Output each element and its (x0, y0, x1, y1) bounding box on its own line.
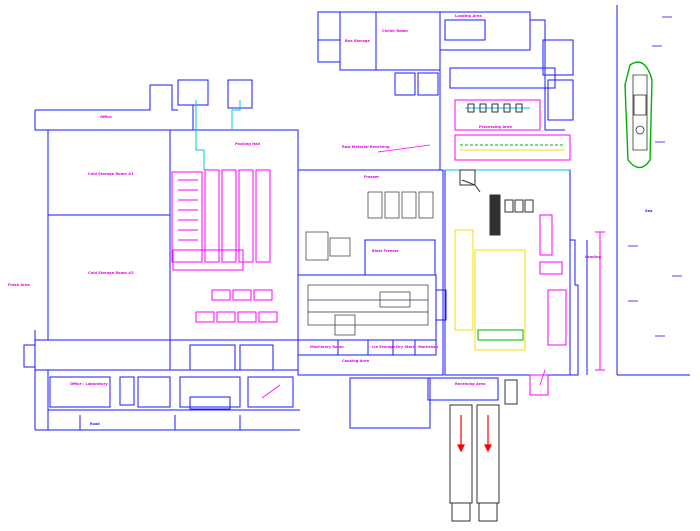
main-hall-walls (169, 79, 299, 371)
center-building-walls (297, 169, 560, 376)
label-cooking: Cooking Area (342, 359, 370, 363)
top-right-process-lines (444, 99, 571, 376)
label-processing: Processing Area (479, 125, 512, 129)
magenta-connectors (261, 144, 546, 399)
label-sea: Sea (645, 209, 653, 213)
label-bottom-a: Machinery Room (310, 345, 344, 349)
truck-icon (449, 404, 500, 522)
right-processing-area (454, 169, 567, 351)
cold-storage-building (23, 84, 300, 431)
label-bottom-c: Dry Store (396, 345, 416, 349)
label-left-small: Fresh Area (8, 283, 30, 287)
jetty-outline (616, 5, 690, 376)
label-receiving: Receiving Area (455, 382, 486, 386)
center-machinery (305, 191, 434, 336)
label-left-office: Office / Laboratory (70, 382, 108, 386)
label-top-center2: Box Storage (345, 39, 370, 43)
label-cold-store-b: Cold Storage Room #2 (88, 271, 134, 275)
sea-waves (628, 16, 682, 337)
label-road: Road (90, 422, 100, 426)
ship-icon (624, 61, 653, 169)
label-packing-hall: Packing Hall (235, 142, 260, 146)
right-wall (560, 170, 605, 376)
label-blast-freezer: Blast Freezer (372, 249, 399, 253)
process-machinery-left (171, 169, 278, 323)
label-cold-store-a: Cold Storage Room #1 (88, 172, 134, 176)
label-right-lobby: Loading (585, 255, 602, 259)
top-buildings (317, 11, 574, 170)
label-top-office: Office (100, 115, 112, 119)
label-freezer: Freezer (364, 175, 379, 179)
label-bottom-d: Workshop (418, 345, 439, 349)
label-bottom-b: Ice Storage (372, 345, 396, 349)
arrow-down-icon (457, 415, 492, 453)
room-labels: Cold Storage Room #1 Cold Storage Room #… (8, 14, 653, 426)
label-top-center: Chiller Room (382, 29, 408, 33)
bottom-annex (349, 374, 549, 429)
cyan-piping (195, 100, 241, 170)
label-loading-bay: Loading Area (455, 14, 482, 18)
label-raw-material: Raw Material Receiving (342, 145, 390, 149)
